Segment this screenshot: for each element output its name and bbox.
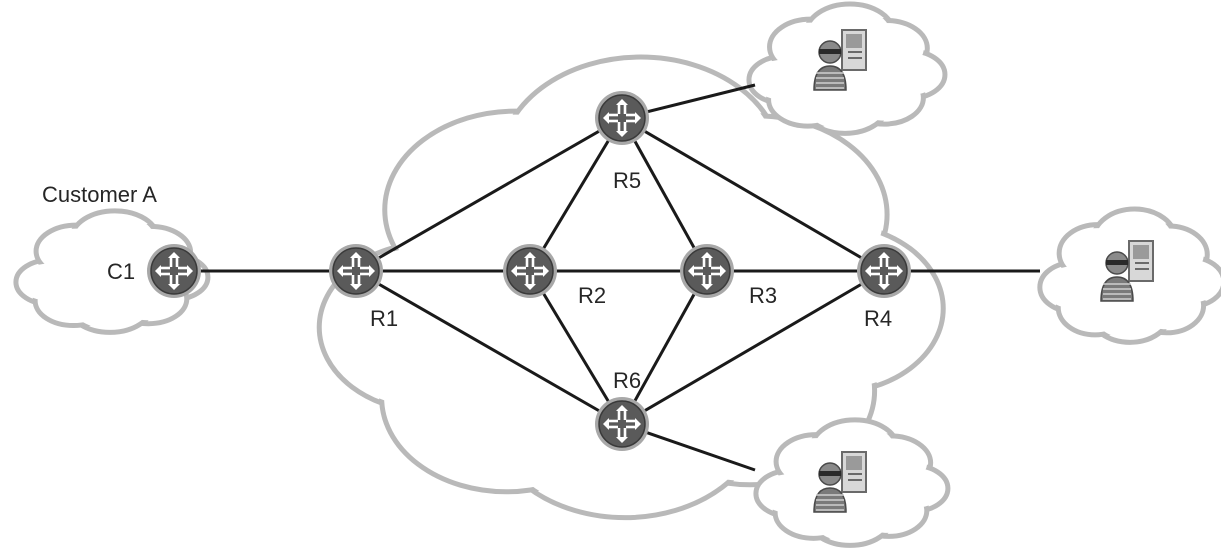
router-icon (857, 244, 911, 298)
link-r3-r5 (620, 117, 709, 272)
link-r3-r6 (620, 270, 709, 425)
link-r2-r6 (528, 270, 624, 425)
router-label-r3: R3 (749, 283, 777, 308)
link-r1-r6 (355, 269, 623, 426)
router-r4: R4 (857, 244, 911, 331)
router-icon (329, 244, 383, 298)
router-label-r2: R2 (578, 283, 606, 308)
customer-a-label: Customer A (42, 182, 157, 207)
link-r2-r5 (528, 117, 624, 272)
remote-site-bottom-cloud (753, 417, 951, 548)
router-r3: R3 (680, 244, 777, 308)
router-r5: R5 (595, 91, 649, 193)
router-label-r4: R4 (864, 306, 892, 331)
router-icon (147, 244, 201, 298)
attacker-workstation-icon (813, 29, 867, 91)
router-icon (680, 244, 734, 298)
link-r1-r5 (355, 116, 623, 273)
router-label-c1: C1 (107, 259, 135, 284)
router-label-r1: R1 (370, 306, 398, 331)
router-r6: R6 (595, 368, 649, 451)
links-layer (174, 83, 1040, 472)
router-label-r6: R6 (613, 368, 641, 393)
attacker-workstation-icon (1100, 240, 1154, 302)
link-r6-r4 (621, 269, 885, 426)
link-r5-r4 (621, 116, 885, 273)
attacker-workstation-icon (813, 451, 867, 513)
router-c1: C1 (107, 244, 201, 298)
router-icon (595, 91, 649, 145)
router-icon (595, 397, 649, 451)
router-icon (503, 244, 557, 298)
router-r2: R2 (503, 244, 606, 308)
remote-sites-layer (813, 29, 1154, 513)
router-label-r5: R5 (613, 168, 641, 193)
router-r1: R1 (329, 244, 398, 331)
